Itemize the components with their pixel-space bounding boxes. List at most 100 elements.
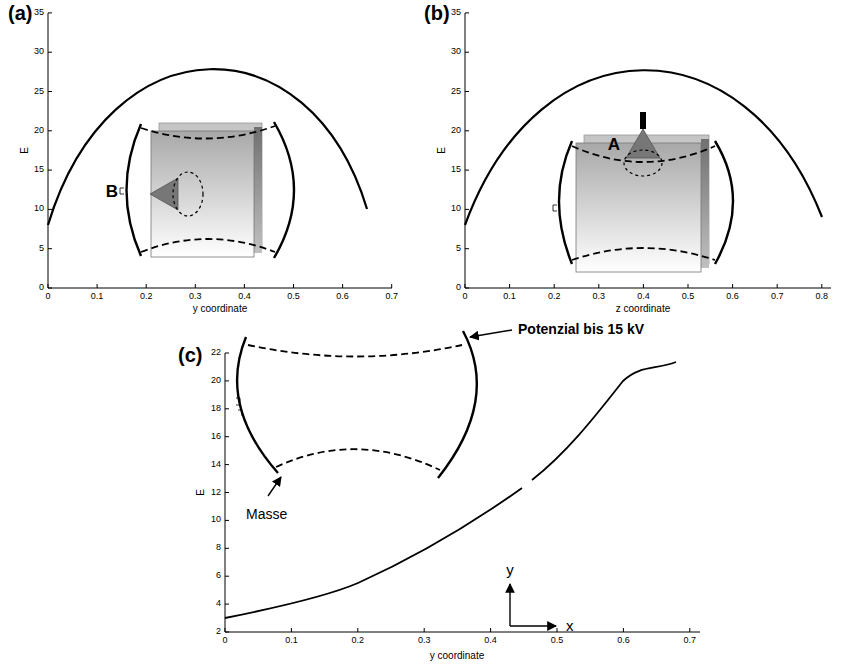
tick-label: 6: [216, 571, 221, 581]
tick-label: 20: [34, 126, 44, 136]
tick-label: 0: [45, 292, 50, 302]
tick-label: 0.8: [816, 292, 829, 302]
hv-electrode: [274, 122, 294, 258]
tick-label: 0.7: [684, 636, 697, 646]
axis-label: E: [194, 489, 205, 496]
tick-label: 0: [39, 283, 44, 293]
tick-label: 5: [456, 244, 461, 254]
tick-label: 14: [211, 460, 221, 470]
tick-label: 0.5: [551, 636, 564, 646]
tick-label: 30: [451, 47, 461, 57]
tick-label: 20: [211, 376, 221, 386]
panel-label: (c): [178, 344, 202, 366]
sample-front: [151, 131, 254, 257]
tick-label: 22: [211, 348, 221, 358]
axis-label: y coordinate: [193, 303, 247, 314]
tick-label: 0.7: [771, 292, 784, 302]
tick-label: 10: [211, 515, 221, 525]
tick-label: 15: [451, 165, 461, 175]
tick-label: 2: [216, 627, 221, 637]
tick-label: 10: [451, 204, 461, 214]
tick-label: 0.6: [617, 636, 630, 646]
tick-label: 16: [211, 432, 221, 442]
leader-arrow: [268, 477, 281, 496]
field-line: [141, 239, 275, 252]
field-line: [248, 345, 462, 357]
tick-label: 0: [456, 283, 461, 293]
ground-electrode: [559, 141, 572, 264]
probe-mount: [238, 410, 242, 416]
tick-label: 0.6: [336, 292, 349, 302]
probe-holder: [640, 112, 646, 129]
tick-label: 0.1: [91, 292, 104, 302]
axis-label: E: [18, 147, 29, 154]
probe-label: A: [608, 136, 620, 155]
tick-label: 0.1: [285, 636, 298, 646]
tick-label: 0.4: [484, 636, 497, 646]
tick-label: 0.3: [189, 292, 202, 302]
leader-arrow: [470, 330, 512, 337]
tick-label: 18: [211, 404, 221, 414]
tick-label: 25: [451, 87, 461, 97]
axis-label: z coordinate: [616, 303, 670, 314]
tick-label: 0.4: [637, 292, 650, 302]
probe-region: [173, 172, 203, 216]
tick-label: 30: [34, 47, 44, 57]
ground-label: Masse: [246, 507, 287, 522]
axis-label: y coordinate: [430, 650, 484, 661]
tick-label: 0.2: [140, 292, 153, 302]
axes: [465, 13, 831, 288]
panel-b: [465, 13, 831, 288]
field-line: [572, 248, 715, 260]
hv-electrode: [438, 331, 477, 478]
tick-label: 0: [222, 636, 227, 646]
tick-label: 12: [211, 488, 221, 498]
tick-label: 20: [451, 126, 461, 136]
ground-electrode: [127, 124, 142, 256]
ground-electrode: [237, 337, 278, 473]
tick-label: 35: [451, 8, 461, 18]
sample-side: [254, 127, 262, 253]
tick-label: 8: [216, 543, 221, 553]
tick-label: 0.4: [238, 292, 251, 302]
sample-side: [701, 139, 709, 268]
probe-label: B: [106, 183, 118, 202]
tick-label: 25: [34, 87, 44, 97]
probe-mount: [553, 205, 557, 211]
tick-label: 4: [216, 599, 221, 609]
probe-b: [150, 178, 178, 210]
axis-direction: y: [506, 562, 514, 579]
probe-region: [624, 150, 662, 176]
tick-label: 0.5: [287, 292, 300, 302]
panel-c: [225, 330, 700, 632]
probe-a: [626, 129, 660, 158]
hv-electrode: [715, 141, 733, 264]
tick-label: 0.3: [418, 636, 431, 646]
probe-mount: [120, 188, 124, 194]
tick-label: 5: [39, 244, 44, 254]
axes: [48, 13, 392, 288]
tick-label: 35: [34, 8, 44, 18]
field-curve: [532, 362, 676, 480]
axis-arrow: [509, 584, 510, 626]
field-line: [141, 126, 275, 139]
tick-label: 0: [462, 292, 467, 302]
panel-label: (b): [424, 2, 450, 24]
axis-direction: x: [566, 618, 574, 635]
tick-label: 0.2: [352, 636, 365, 646]
tick-label: 0.7: [385, 292, 398, 302]
voltage-label: Potenzial bis 15 kV: [518, 322, 644, 337]
axis-arrow: [510, 625, 556, 626]
panel-a: [48, 13, 392, 288]
axis-label: E: [435, 147, 446, 154]
tick-label: 15: [34, 165, 44, 175]
tick-label: 0.6: [726, 292, 739, 302]
tick-label: 0.3: [593, 292, 606, 302]
tick-label: 10: [34, 204, 44, 214]
field-curve: [225, 488, 522, 618]
panel-label: (a): [8, 2, 32, 24]
tick-marks: [48, 13, 822, 632]
axes: [225, 353, 700, 632]
